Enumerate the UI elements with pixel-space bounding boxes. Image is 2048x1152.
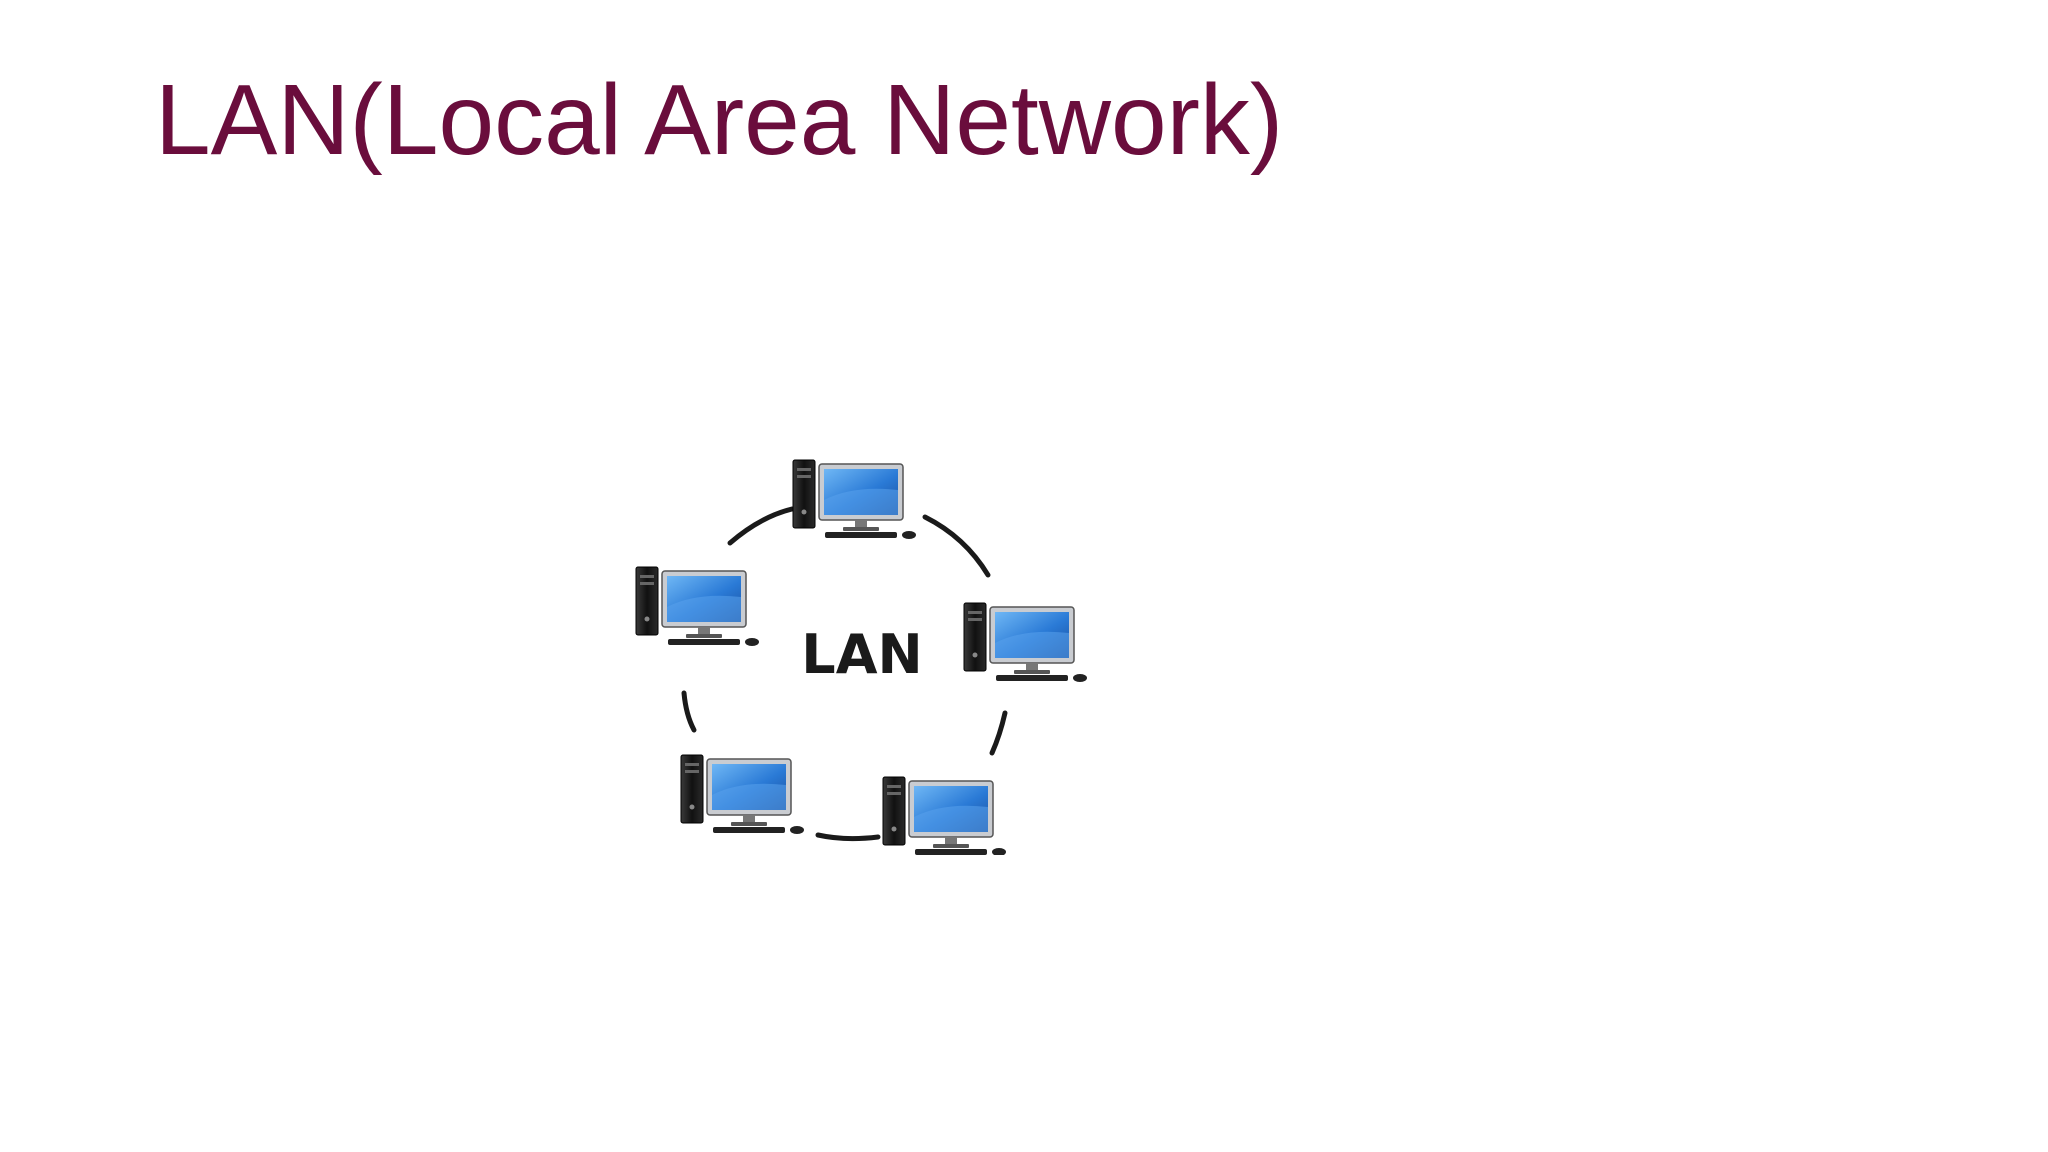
link-bottom: [815, 832, 881, 842]
link-left-top: [727, 506, 795, 546]
lan-diagram-svg: LAN: [635, 459, 1088, 855]
computer-left-icon: [635, 566, 760, 647]
computer-right-icon: [963, 602, 1088, 683]
computer-bottom-left-icon: [680, 754, 805, 835]
computer-top-icon: [792, 459, 917, 540]
lan-center-label: LAN: [801, 623, 922, 686]
link-top-right: [922, 514, 991, 578]
slide-title: LAN(Local Area Network): [155, 64, 1284, 176]
link-right-bottomright: [989, 710, 1008, 756]
link-bottomleft-left: [681, 690, 697, 733]
ring-links: [681, 506, 1008, 842]
computer-bottom-right-icon: [882, 776, 1007, 855]
lan-ring-diagram: LAN: [620, 455, 1100, 855]
